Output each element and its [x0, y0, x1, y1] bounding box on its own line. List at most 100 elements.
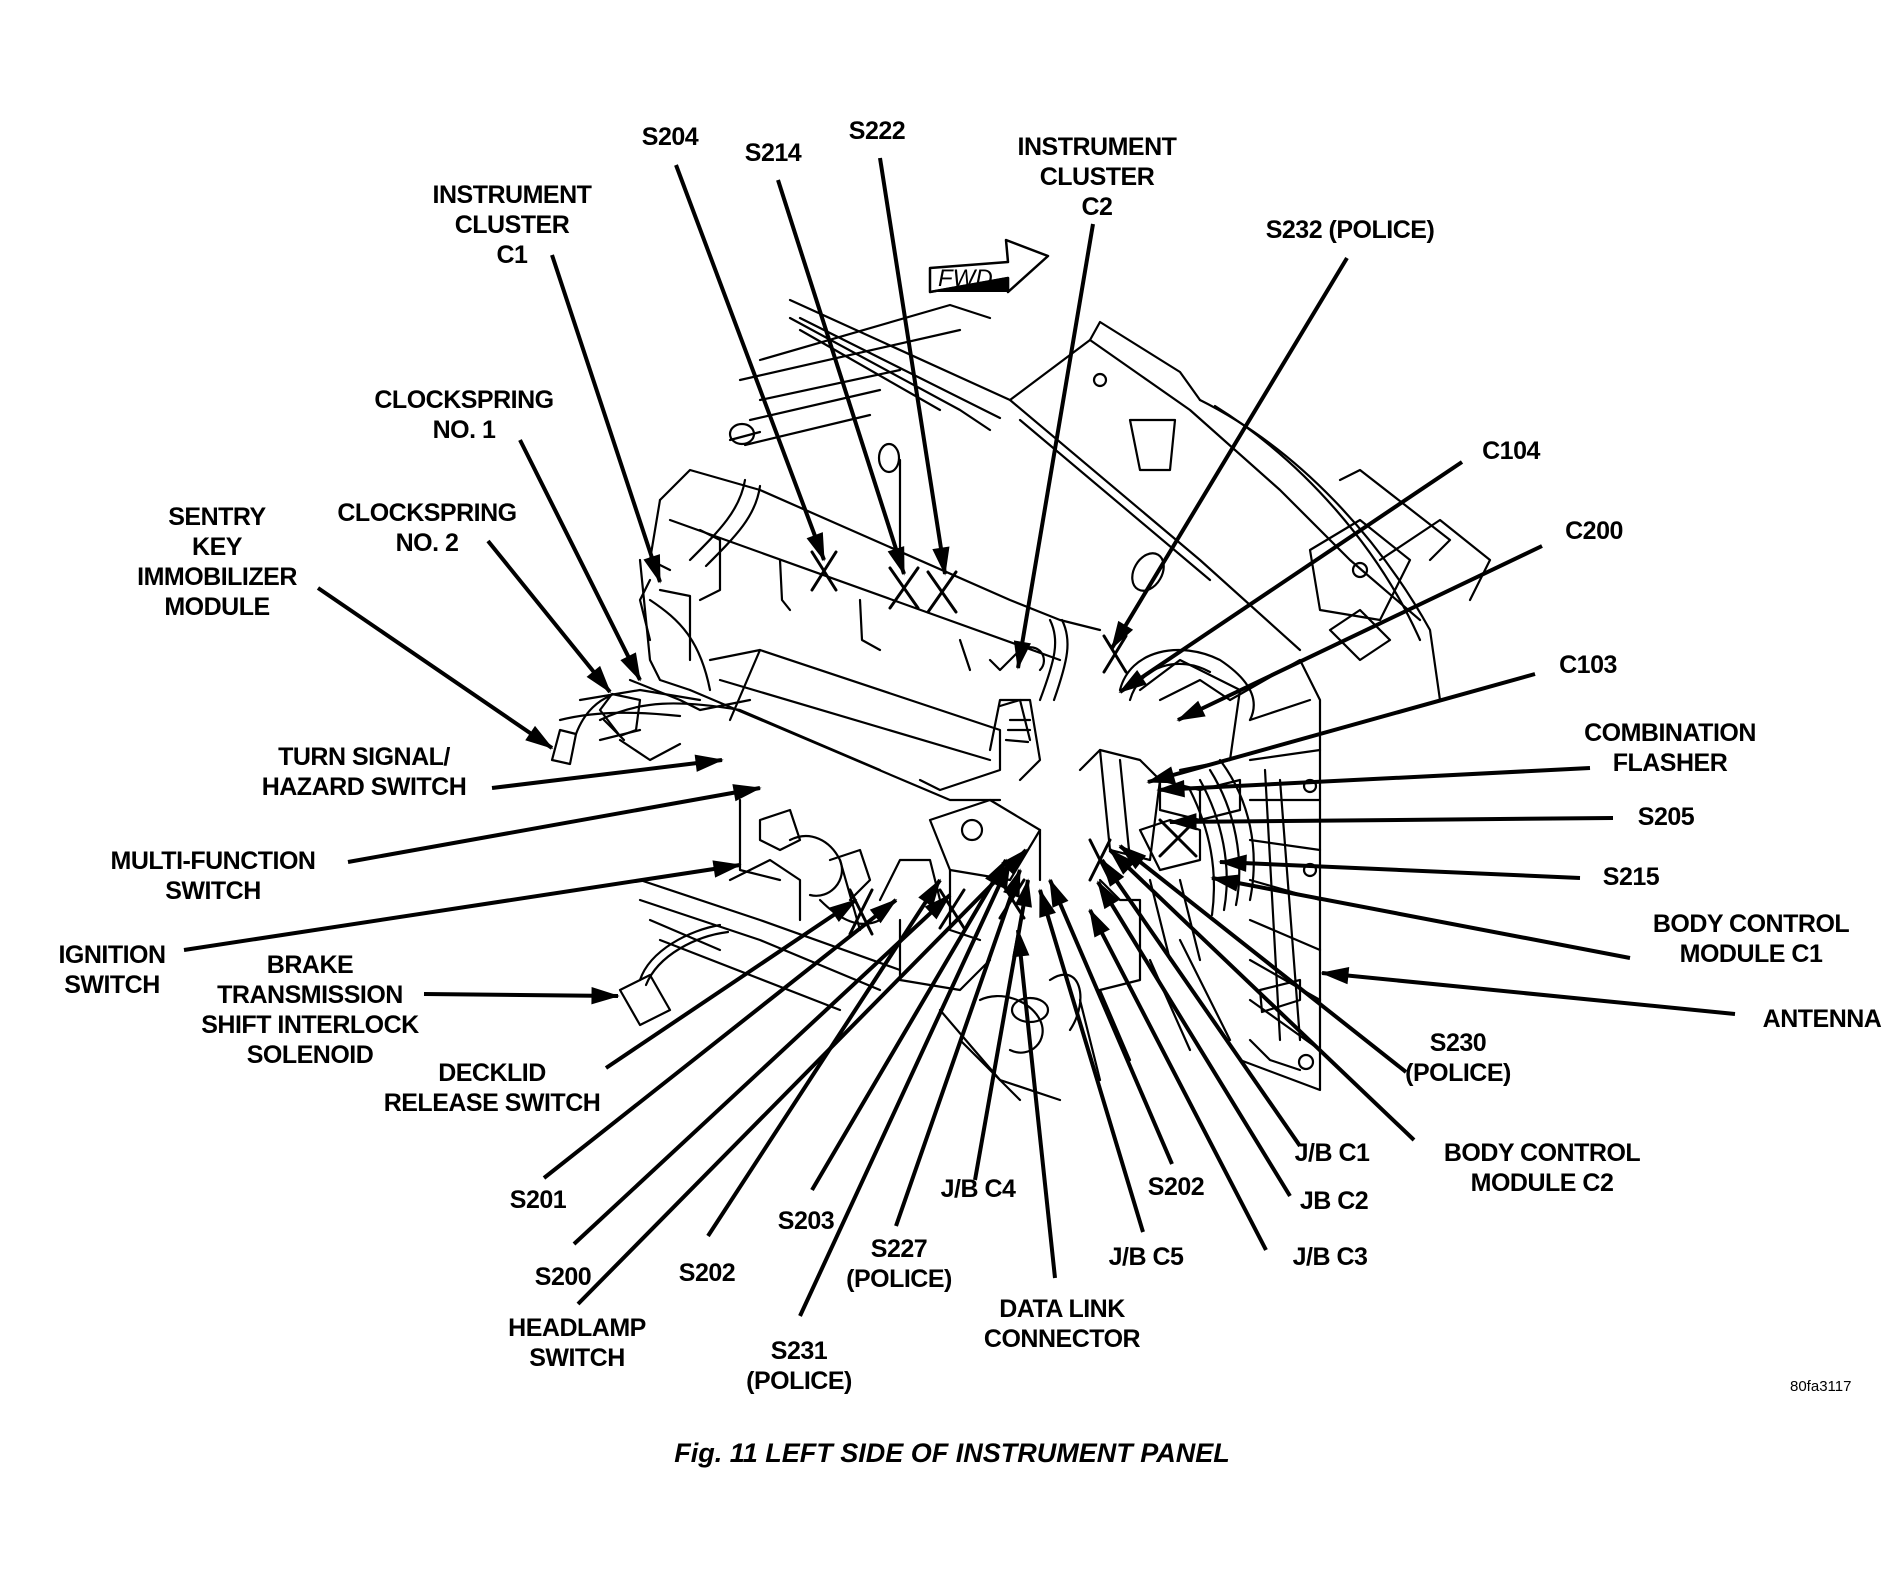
leader-line-data-link-connector: [1016, 929, 1057, 1279]
callout-line: MODULE C2: [1470, 1169, 1614, 1197]
callout-line: SENTRY: [168, 503, 266, 531]
arrowhead-icon: [1176, 700, 1206, 721]
leader-line-body-control-module-c1: [1211, 876, 1631, 960]
arrowhead-icon: [1014, 878, 1032, 908]
callout-line: SWITCH: [64, 971, 160, 999]
callout-line: S222: [848, 117, 906, 145]
callout-line: CLUSTER: [454, 211, 570, 239]
callout-line: CONNECTOR: [983, 1325, 1141, 1353]
callout-line: TURN SIGNAL/: [278, 743, 450, 771]
leader-line-multi-function-switch: [347, 786, 761, 864]
leader-line-ignition-switch: [183, 863, 741, 952]
figure-reference-id: 80fa3117: [1790, 1378, 1852, 1395]
callout-jb-c1: J/B C1: [1295, 1138, 1370, 1168]
arrowhead-icon: [1039, 888, 1056, 918]
callout-jb-c4: J/B C4: [941, 1174, 1016, 1204]
arrowhead-icon: [1118, 670, 1147, 693]
callout-turn-signal-hazard-switch: TURN SIGNAL/HAZARD SWITCH: [262, 742, 467, 802]
fwd-arrow-label: FWD: [938, 265, 993, 292]
top-rails: [728, 303, 992, 562]
callout-s202-right: S202: [1147, 1172, 1205, 1202]
callout-line: (POLICE): [846, 1265, 952, 1293]
callout-line: S214: [744, 139, 802, 167]
steering-column-connectors: [550, 598, 752, 766]
callout-line: (POLICE): [746, 1367, 852, 1395]
leader-line-headlamp-switch: [576, 848, 1028, 1306]
callout-antenna: ANTENNA: [1763, 1004, 1882, 1034]
callout-line: DECKLID: [438, 1059, 546, 1087]
leader-line-decklid-release-switch: [604, 898, 858, 1070]
callout-s230-police: S230(POLICE): [1405, 1028, 1511, 1088]
leader-line-s201: [542, 898, 898, 1180]
leader-line-instrument-cluster-c1: [550, 254, 662, 583]
callout-jb-c5: J/B C5: [1109, 1242, 1184, 1272]
callout-line: (POLICE): [1405, 1059, 1511, 1087]
callout-line: HAZARD SWITCH: [261, 773, 467, 801]
leader-line-jb-c5: [1038, 889, 1145, 1233]
leader-line-antenna: [1321, 971, 1736, 1016]
leader-line-combination-flasher: [1157, 766, 1591, 792]
arrowhead-icon: [1111, 620, 1134, 650]
callout-s232-police: S232 (POLICE): [1266, 215, 1435, 245]
arrowhead-icon: [1003, 868, 1021, 898]
callout-s202-left: S202: [679, 1258, 736, 1288]
arrowhead-icon: [620, 652, 641, 682]
callout-s205: S205: [1638, 802, 1695, 832]
callout-line: NO. 1: [432, 416, 496, 444]
callout-line: S232 (POLICE): [1265, 216, 1435, 244]
leader-line-jb-c3: [1088, 909, 1268, 1251]
arrowhead-icon: [918, 878, 941, 907]
leader-line-clockspring-no-2: [486, 539, 612, 694]
callout-s227-police: S227(POLICE): [846, 1234, 952, 1294]
arrowhead-icon: [1168, 813, 1197, 831]
arrowhead-icon: [932, 546, 950, 576]
leader-line-brake-transmission-shift-interlock-solenoid: [423, 992, 619, 998]
leader-line-sentry-key-immobilizer-module: [316, 586, 554, 750]
arrowhead-icon: [829, 899, 858, 922]
callout-line: C2: [1081, 193, 1113, 221]
leader-line-s230-police: [1118, 844, 1408, 1074]
arrowhead-icon: [1118, 844, 1147, 870]
leader-line-s200: [572, 893, 952, 1246]
leader-line-s202-left: [706, 878, 942, 1238]
arrowhead-icon: [586, 665, 612, 694]
arrowhead-icon: [1108, 848, 1136, 875]
callout-line: C103: [1559, 651, 1617, 679]
callout-s201: S201: [510, 1185, 567, 1215]
arrowhead-icon: [1049, 878, 1069, 908]
arrowhead-icon: [712, 860, 742, 878]
leader-line-c200: [1177, 544, 1543, 722]
arrowhead-icon: [732, 784, 762, 802]
callout-line: SOLENOID: [246, 1041, 374, 1069]
arrowhead-icon: [1012, 928, 1030, 958]
callout-line: TRANSMISSION: [217, 981, 403, 1009]
callout-s204: S204: [642, 122, 699, 152]
leader-line-s214: [776, 179, 906, 575]
leader-line-s202-right: [1048, 879, 1174, 1165]
callout-line: C1: [496, 241, 528, 269]
callout-line: RELEASE SWITCH: [383, 1089, 601, 1117]
callout-line: S227: [870, 1235, 928, 1263]
callout-c200: C200: [1565, 516, 1623, 546]
arrowhead-icon: [1089, 908, 1110, 938]
callout-line: S230: [1429, 1029, 1487, 1057]
brake-solenoid: [618, 923, 730, 1027]
callout-jb-c3: J/B C3: [1293, 1242, 1368, 1272]
arrowhead-icon: [1218, 854, 1247, 872]
callout-s214: S214: [744, 138, 802, 168]
leader-line-instrument-cluster-c2: [1016, 223, 1095, 669]
callout-line: C104: [1482, 437, 1540, 465]
arrowhead-icon: [643, 554, 661, 584]
callout-line: SWITCH: [529, 1344, 625, 1372]
callout-line: BODY CONTROL: [1443, 1139, 1641, 1167]
callout-line: S202: [1147, 1173, 1205, 1201]
callout-line: IMMOBILIZER: [137, 563, 297, 591]
